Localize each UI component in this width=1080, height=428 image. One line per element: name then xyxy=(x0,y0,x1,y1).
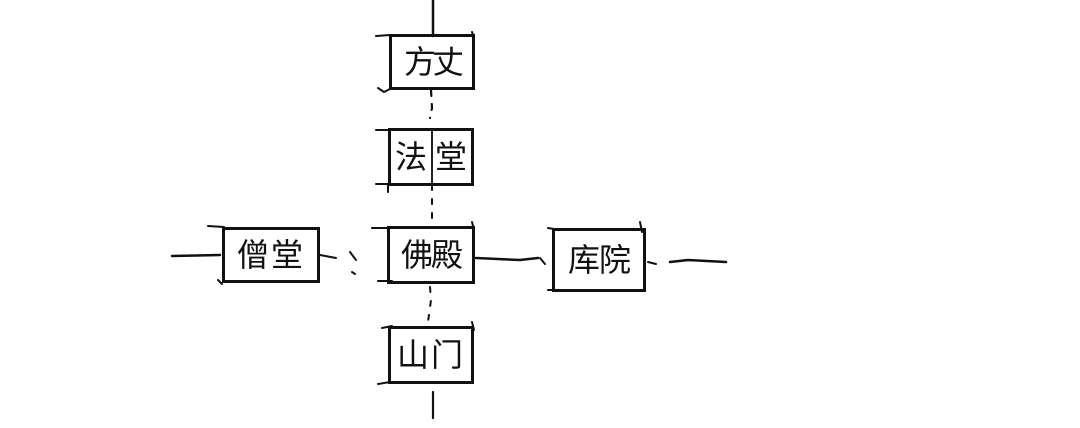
axis-fodian-kuyuan xyxy=(474,256,540,262)
axis-kuyuan-right-stub xyxy=(647,261,657,265)
node-kuyuan-label: 库院 xyxy=(567,241,631,279)
axis-dash-1 xyxy=(349,251,357,261)
axis-sengtang-right-stub xyxy=(319,254,337,259)
axis-fangzhang-fatang xyxy=(428,88,434,120)
node-fangzhang-label: 方丈 xyxy=(403,43,464,81)
node-fatang-char-2: 堂 xyxy=(434,138,467,176)
node-fodian-label: 佛殿 xyxy=(400,236,463,274)
node-shanmen-label: 山门 xyxy=(396,336,465,374)
node-kuyuan: 库院 xyxy=(552,228,646,292)
axis-dot-1 xyxy=(351,271,356,275)
node-fatang-label: 法 堂 xyxy=(391,141,471,173)
node-fangzhang: 方丈 xyxy=(389,34,475,90)
axis-fodian-shanmen xyxy=(427,286,432,323)
axis-left-segment xyxy=(170,253,222,258)
node-sengtang: 僧堂 xyxy=(222,227,320,283)
axis-tick-kuyuan xyxy=(539,257,546,265)
node-shanmen: 山门 xyxy=(388,326,474,384)
node-fatang: 法 堂 xyxy=(388,128,474,186)
node-fatang-char-1: 法 xyxy=(394,138,427,176)
axis-right-segment xyxy=(668,258,728,264)
node-fodian: 佛殿 xyxy=(387,226,475,284)
node-sengtang-label: 僧堂 xyxy=(236,236,305,274)
